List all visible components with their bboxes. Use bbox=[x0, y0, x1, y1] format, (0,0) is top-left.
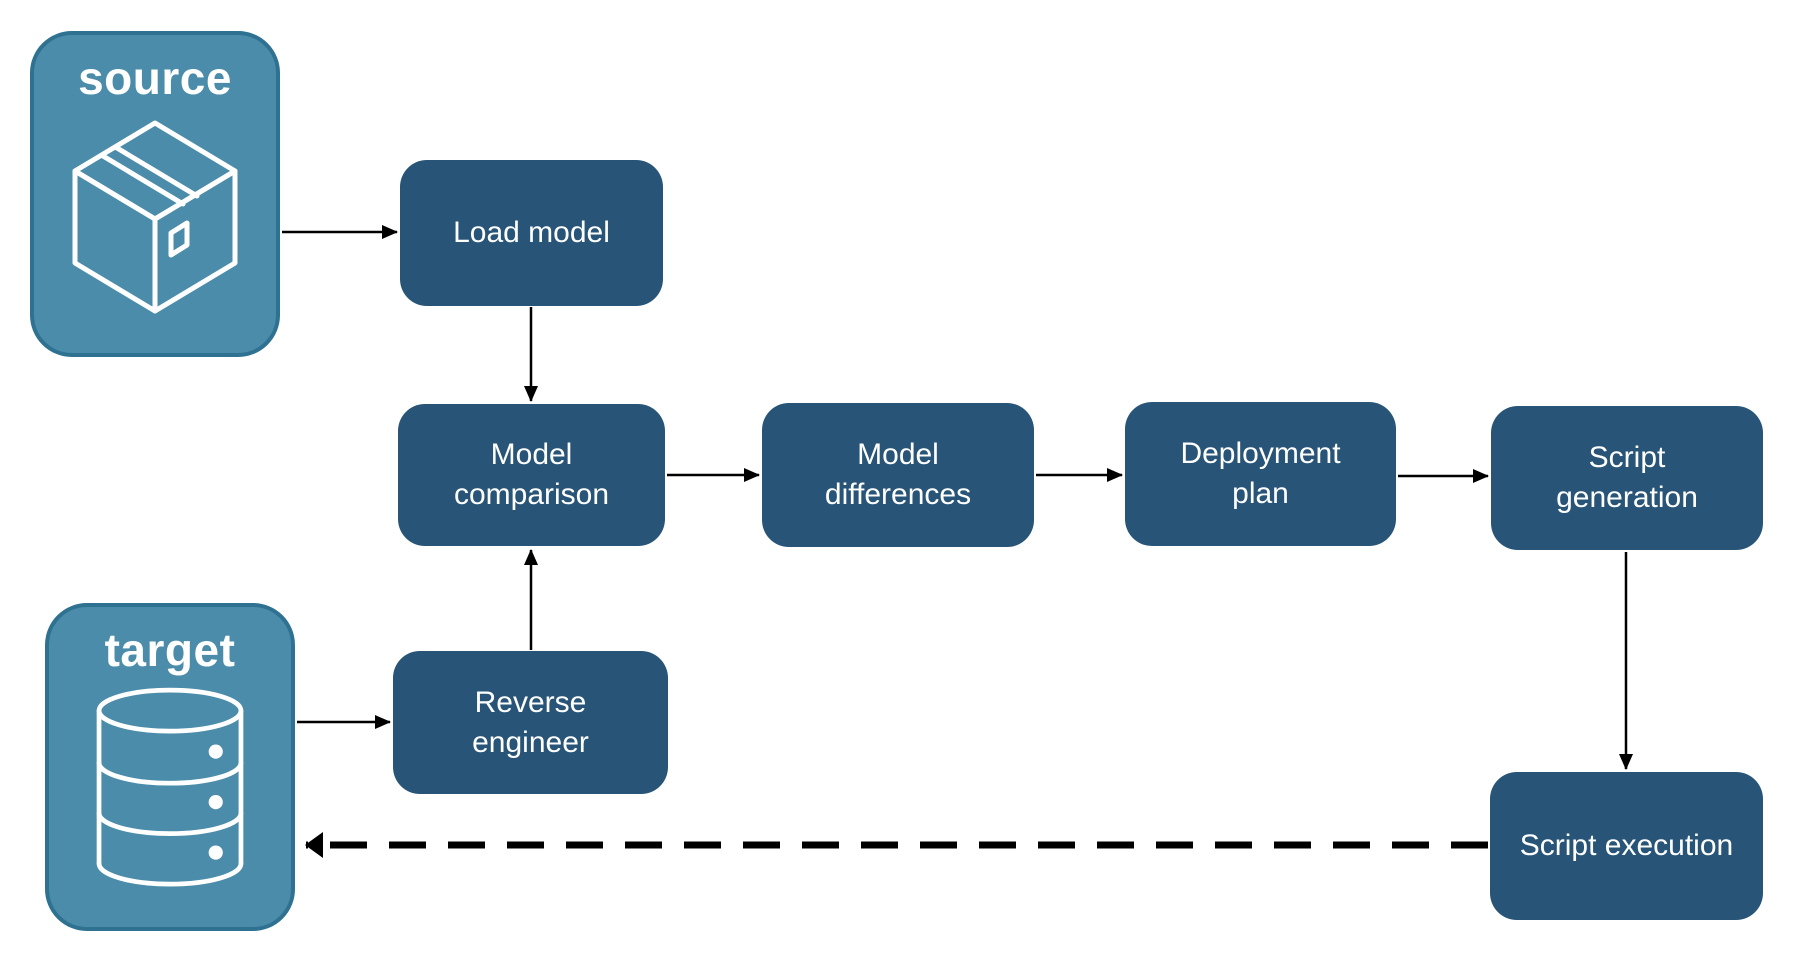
node-label: Deployment plan bbox=[1180, 437, 1341, 510]
node-load-model: Load model bbox=[400, 160, 663, 306]
node-label: Reverse engineer bbox=[472, 685, 589, 759]
node-model-comparison: Model comparison bbox=[398, 404, 665, 546]
target-label: target bbox=[104, 624, 236, 676]
node-label: Script generation bbox=[1556, 441, 1698, 514]
node-label: Script execution bbox=[1519, 829, 1734, 863]
node-label: Model differences bbox=[824, 438, 972, 511]
node-label: Load model bbox=[453, 216, 610, 250]
node-model-differences: Model differences bbox=[762, 403, 1034, 547]
node-reverse-engineer: Reverse engineer bbox=[393, 651, 668, 794]
endpoint-target: target bbox=[45, 603, 295, 931]
node-script-generation: Script generation bbox=[1491, 406, 1763, 550]
node-deployment-plan: Deployment plan bbox=[1125, 402, 1396, 546]
node-label: Model comparison bbox=[453, 438, 610, 511]
source-label: source bbox=[78, 52, 232, 104]
database-icon bbox=[91, 687, 249, 897]
package-icon bbox=[63, 115, 247, 320]
node-script-execution: Script execution bbox=[1490, 772, 1763, 920]
endpoint-source: source bbox=[30, 31, 280, 357]
